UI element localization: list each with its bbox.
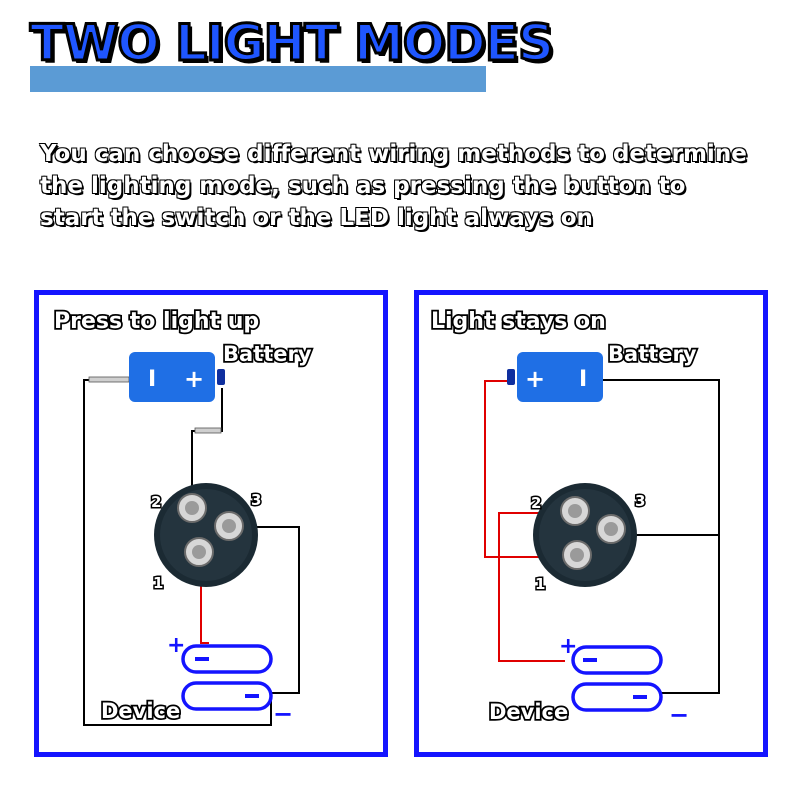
panel-light-stays-on: + I Battery 1 2 3 + − Device Light stays — [414, 290, 768, 757]
title-underline — [30, 66, 486, 92]
battery-body — [129, 352, 215, 402]
wire-battery-neg-to-device — [599, 379, 720, 694]
device-plus-sign: + — [559, 634, 577, 659]
intro-text: You can choose different wiring methods … — [39, 138, 770, 234]
device-minus-sign: − — [669, 701, 689, 729]
battery-label: Battery — [608, 342, 697, 366]
terminal-label-3: 3 — [635, 492, 645, 510]
battery-sign-right: I — [579, 367, 587, 392]
device-plus-sign: + — [167, 633, 185, 658]
panel-press-to-light-up: I + Battery 1 2 3 + − Device Press to li — [34, 290, 388, 757]
device-terminal-top — [195, 657, 209, 661]
page-title: TWO LIGHT MODES — [29, 14, 556, 72]
wire-terminal-2-to-device — [498, 512, 565, 662]
panel-heading: Light stays on — [431, 309, 606, 334]
battery-sign-left: + — [525, 365, 545, 393]
device-pill-bottom — [571, 682, 663, 712]
switch — [154, 483, 258, 587]
wiring-diagram-momentary: I + Battery 1 2 3 + − Device Press to li — [52, 307, 313, 728]
device — [571, 645, 663, 712]
switch — [533, 483, 637, 587]
device-terminal-bottom — [245, 694, 259, 698]
device-terminal-bottom — [633, 695, 647, 699]
intro-line: You can choose different wiring methods … — [39, 140, 747, 167]
battery-label: Battery — [223, 342, 312, 366]
terminal-label-2: 2 — [531, 494, 541, 512]
battery-terminal — [217, 369, 225, 385]
wire-battery-pos-to-terminal-1 — [484, 380, 565, 558]
battery: + I — [507, 352, 603, 402]
terminal-label-2: 2 — [151, 493, 161, 511]
intro-line: start the switch or the LED light always… — [39, 204, 593, 231]
battery-terminal — [507, 369, 515, 385]
device-label: Device — [101, 699, 180, 723]
device-terminal-top — [583, 658, 597, 662]
battery-sign-left: I — [148, 367, 156, 392]
battery: I + — [129, 352, 225, 402]
battery-sign-right: + — [184, 365, 204, 393]
intro-line: the lighting mode, such as pressing the … — [39, 172, 686, 199]
wire-terminal-3-to-device — [229, 526, 300, 694]
terminal-label-3: 3 — [251, 491, 261, 509]
device — [181, 644, 273, 711]
wiring-diagram-constant: + I Battery 1 2 3 + − Device Light stays — [429, 307, 720, 729]
terminal-label-1: 1 — [153, 574, 163, 592]
panel-heading: Press to light up — [54, 309, 259, 334]
battery-body — [517, 352, 603, 402]
device-minus-sign: − — [273, 700, 293, 728]
device-pill-top — [181, 644, 273, 674]
device-pill-top — [571, 645, 663, 675]
device-pill-bottom — [181, 681, 273, 711]
terminal-label-1: 1 — [535, 575, 545, 593]
ferrule — [194, 427, 222, 434]
ferrule — [88, 376, 130, 383]
device-label: Device — [489, 700, 568, 724]
